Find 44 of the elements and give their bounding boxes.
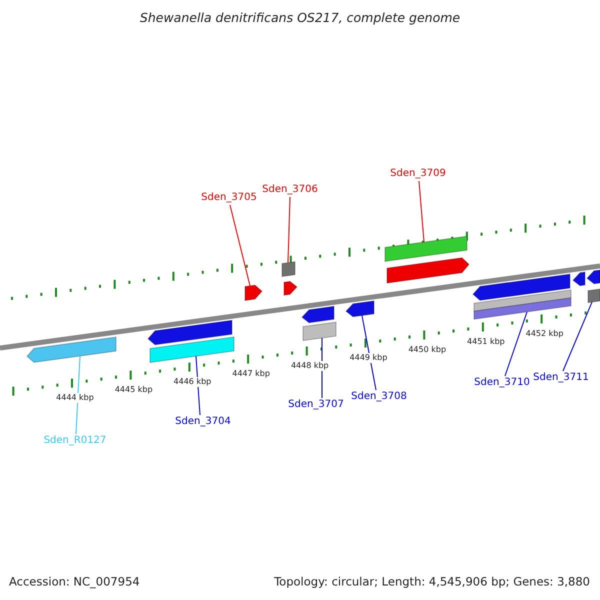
gene-label: Sden_3704	[175, 417, 231, 427]
gene-label: Sden_R0127	[44, 436, 106, 446]
scale-label: 4450 kbp	[407, 345, 448, 355]
gene-feature	[586, 269, 600, 284]
title: Shewanella denitrificans OS217, complete genome	[140, 12, 460, 24]
gene-label: Sden_3709	[390, 169, 446, 179]
feature-bar	[384, 236, 468, 262]
leader-line	[418, 180, 424, 243]
leader-line	[562, 302, 592, 372]
feature-bar	[474, 297, 572, 320]
gene-feature	[472, 274, 570, 301]
scale-label: 4448 kbp	[290, 361, 330, 372]
gene-feature	[301, 306, 334, 324]
feature-bar	[150, 336, 234, 364]
leader-line	[362, 315, 376, 390]
feature-box	[282, 261, 296, 278]
gene-feature	[147, 320, 232, 346]
leader-line	[196, 356, 200, 416]
genome-info-text: Topology: circular; Length: 4,545,906 bp; Genes: 3,880	[274, 576, 590, 588]
gene-label: Sden_3706	[262, 185, 318, 195]
gene-label: Sden_3707	[288, 400, 344, 410]
gene-feature	[386, 257, 470, 284]
scale-label: 4445 kbp	[114, 385, 154, 396]
gene-label: Sden_3710	[474, 378, 530, 388]
gene-feature	[345, 300, 374, 318]
feature-box	[588, 288, 600, 304]
leader-line	[288, 196, 290, 264]
feature-bar	[302, 322, 336, 342]
scale-label: 4452 kbp	[524, 328, 564, 339]
gene-feature	[284, 280, 298, 296]
leader-line	[230, 204, 250, 286]
accession-text: Accession: NC_007954	[9, 576, 140, 588]
gene-label: Sden_3708	[351, 392, 407, 402]
gene-feature	[244, 284, 263, 302]
scale-label: 4451 kbp	[466, 336, 506, 347]
leader-line	[76, 356, 80, 434]
scale-label: 4444 kbp	[55, 393, 95, 404]
gene-label: Sden_3705	[201, 193, 257, 203]
gene-label: Sden_3711	[533, 373, 589, 383]
gene-feature	[26, 336, 116, 363]
leader-line	[504, 311, 528, 376]
scale-label: 4449 kbp	[348, 353, 388, 364]
scale-label: 4446 kbp	[172, 377, 212, 388]
scale-label: 4447 kbp	[231, 369, 271, 380]
